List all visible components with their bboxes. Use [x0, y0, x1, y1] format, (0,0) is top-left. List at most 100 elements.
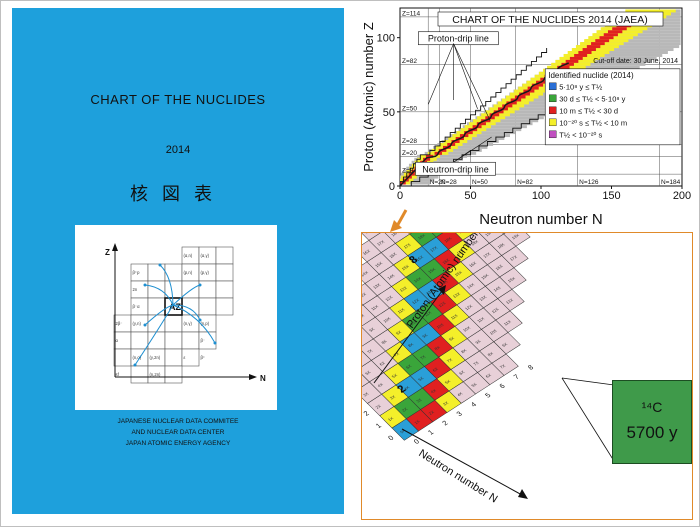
diagram-cell [147, 314, 166, 333]
nuclide-cell-label: 18X [496, 242, 506, 250]
reaction-label: (n,p) [201, 321, 210, 326]
medium-lived-band [451, 140, 460, 143]
magic-label: 8 [407, 254, 421, 266]
legend-swatch [549, 82, 557, 91]
predicted-band [564, 53, 663, 57]
predicted-band [414, 157, 463, 161]
predicted-band [488, 107, 561, 111]
nuclide-cell-label: 15X [374, 261, 384, 269]
n-tick-label: 5 [484, 392, 492, 399]
x-tick-label: 0 [397, 190, 403, 202]
nuclide-cell-label: 5X [470, 382, 478, 388]
predicted-band [585, 39, 681, 43]
predicted-band [479, 113, 550, 117]
nuclide-cell-label: 10X [409, 319, 419, 327]
medium-lived-band [561, 62, 574, 66]
medium-lived-band [578, 51, 592, 54]
nuclide-cell-label: 18X [417, 233, 427, 240]
nuclide-cell-label: 9X [394, 329, 402, 335]
decay-arrow-head-icon [143, 323, 147, 327]
z-axis-label: Z [105, 248, 110, 257]
nuclide-cell-label: 15X [400, 264, 410, 272]
nuclide-cell [503, 233, 531, 247]
predicted-band [462, 125, 527, 129]
nuclide-cell-label: 18X [390, 233, 400, 237]
callout-half-life: 5700 y [626, 423, 678, 442]
n-tick-label: 6 [499, 383, 507, 390]
predicted-band [475, 116, 544, 120]
nuclide-cell-label: 14X [362, 270, 369, 278]
nuclide-cell-label: 5X [444, 379, 452, 385]
nuclide-cell-label: 3X [362, 391, 370, 397]
magic-label: 2 [395, 383, 409, 395]
nuclide-cell-label: 9X [368, 326, 376, 332]
nuclide-cell-label: 2X [401, 406, 409, 412]
predicted-band [560, 56, 657, 60]
diagram-cell [113, 348, 132, 367]
nuclide-cell-label: 11X [450, 313, 460, 320]
nuclide-cell-label: 7X [472, 360, 480, 366]
medium-lived-band [502, 104, 513, 108]
predicted-band [445, 137, 505, 141]
predicted-band [458, 128, 522, 132]
n-axis-arrow-icon [518, 489, 528, 499]
predicted-band [454, 131, 516, 135]
legend-label: 10 m ≤ T½ < 30 d [559, 106, 618, 115]
z-axis-arrow-icon [438, 285, 446, 295]
book-cover: CHART OF THE NUCLIDES 2014 核図表 AZ(α,n)(α… [12, 8, 344, 514]
nuclide-cell-label: 1X [387, 416, 395, 422]
medium-lived-band [514, 95, 526, 99]
nuclide-cell-label: 8X [433, 345, 441, 351]
cutoff-date: Cut-off date: 30 June, 2014 [593, 58, 678, 65]
decay-arrow-icon [172, 304, 201, 321]
nuclide-cell-label: 16X [441, 257, 451, 265]
magic-n-label: N=126 [579, 179, 599, 186]
predicted-band [400, 178, 435, 182]
zoom-grid: 0X1X2X3X4X5X6X7X1X2X3X4X5X6X7X8X9X2X3X4X… [362, 233, 535, 446]
predicted-band [581, 42, 681, 46]
nuclide-cell [476, 233, 505, 244]
nuclide-cell-label: 19X [484, 233, 494, 237]
nuclide-cell-label: 12X [437, 300, 447, 308]
legend-swatch [549, 94, 557, 103]
predicted-band [572, 48, 674, 52]
medium-lived-band [612, 27, 627, 31]
medium-lived-band [565, 59, 579, 63]
nuclide-cell-label: 12X [490, 307, 500, 315]
neutron-drip-box [415, 161, 496, 176]
x-tick-label: 200 [673, 190, 691, 202]
nuclide-cell-label: 10X [362, 313, 365, 321]
legend-label: T½ < 10⁻²⁰ s [559, 130, 602, 139]
y-tick-label: 0 [389, 181, 395, 193]
nuclide-cell-label: 10X [382, 316, 392, 324]
annotation-pointer [427, 43, 454, 105]
reaction-label: β⁺ [201, 355, 206, 360]
legend-box [544, 68, 681, 146]
z-tick-label: 1 [375, 423, 383, 430]
diagram-cell [130, 365, 149, 384]
nuclide-cell-label: 13X [425, 288, 435, 296]
nuclide-cell-label: 12X [362, 291, 367, 299]
nuclide-cell-label: 17X [509, 254, 519, 262]
y-tick-label: 100 [377, 33, 395, 45]
diagram-cell [215, 263, 234, 282]
reaction-label: (α,n) [184, 253, 193, 258]
nuclide-cell [362, 233, 384, 241]
x-tick-label: 150 [602, 190, 620, 202]
predicted-band [547, 65, 640, 69]
nuclide-cell-label: 7X [499, 363, 507, 369]
nuclide-cell-label: 2X [427, 409, 435, 415]
magic-z-label: Z=50 [402, 105, 417, 112]
legend-swatch [549, 130, 557, 139]
nuclide-cell-label: 14X [492, 285, 502, 293]
short-lived-band [625, 9, 676, 13]
n-tick-label: 3 [456, 411, 464, 418]
medium-lived-band [591, 42, 605, 46]
nuclide-cell-label: 5X [391, 373, 399, 379]
callout-line [561, 377, 615, 386]
nuclide-cell-label: 15X [427, 267, 437, 275]
reaction-diagram: AZ(α,n)(α,γ)β⁺p(p,n)(p,γ)2nβ⁻α(γ,n)(n,γ)… [105, 243, 266, 384]
nuclide-cell [409, 233, 437, 247]
